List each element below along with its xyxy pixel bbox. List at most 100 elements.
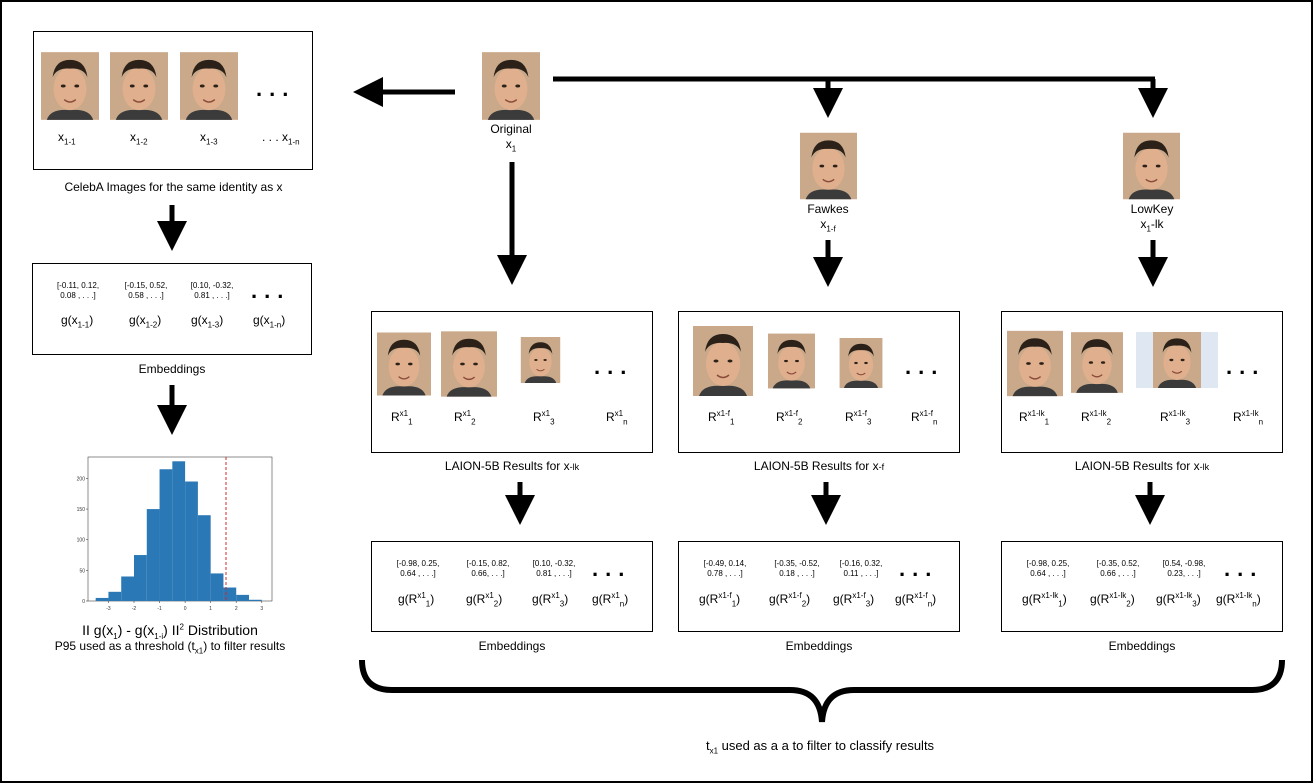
- lowkey-image: [1123, 131, 1180, 201]
- histogram-bar: [210, 573, 224, 601]
- original-var: x1: [505, 137, 517, 154]
- vector-ellipsis: ...: [899, 556, 939, 581]
- embeddings-box-col2: [-0.49, 0.14, 0.78 , . . .] [-0.35, -0.5…: [678, 541, 960, 632]
- original-image: [482, 51, 540, 121]
- g-label-1: g(Rx1-f1): [699, 591, 741, 609]
- vector-ellipsis: ...: [1224, 556, 1264, 581]
- embeddings-box-col1: [-0.98, 0.25, 0.64 , . . .] [-0.15, 0.82…: [371, 541, 653, 632]
- histogram-caption-2: P95 used as a threshold (tx1) to filter …: [54, 639, 286, 656]
- lowkey-label: LowKey: [1130, 202, 1174, 216]
- histogram-bar: [159, 469, 173, 601]
- celeba-g-1: g(x1-1): [61, 313, 94, 330]
- y-tick-label: 150: [77, 507, 86, 513]
- embeddings-caption-col1: Embeddings: [478, 639, 546, 653]
- x-tick-label: 0: [184, 606, 187, 612]
- y-tick-label: 50: [79, 568, 85, 574]
- histogram-caption: II g(x1) - g(x1-i) II2 Distribution: [82, 622, 258, 641]
- celeba-vector-1: [-0.11, 0.12, 0.08 , . . .]: [56, 281, 100, 300]
- vector-2: [-0.35, 0.52, 0.66 , . . .]: [1096, 559, 1140, 578]
- result-label-n: Rx1n: [606, 409, 628, 427]
- celeba-label-2: x1-2: [130, 130, 148, 147]
- result-label-1: Rx1-f1: [708, 409, 735, 427]
- x-tick-label: -2: [132, 606, 137, 612]
- lowkey-var: x1-lk: [1140, 217, 1164, 234]
- celeba-embeddings-caption: Embeddings: [138, 362, 206, 376]
- g-label-2: g(Rx12): [466, 591, 503, 609]
- result-label-3: Rx1-f3: [845, 409, 872, 427]
- result-image-3: [824, 338, 898, 388]
- fawkes-var: x1-f: [820, 217, 836, 234]
- celeba-image-1: [41, 50, 99, 122]
- histogram-bar: [108, 591, 122, 601]
- results-caption-col3: LAION-5B Results for x-lk: [1074, 459, 1210, 473]
- result-image-1: [688, 326, 758, 396]
- y-tick-label: 100: [77, 538, 86, 544]
- histogram-bar: [223, 587, 237, 601]
- result-label-n: Rx1-lkn: [1233, 409, 1264, 427]
- histogram-bar: [236, 594, 249, 601]
- celeba-embeddings-box: [-0.11, 0.12, 0.08 , . . .] [-0.15, 0.52…: [32, 263, 312, 355]
- y-tick-label: 200: [77, 476, 86, 482]
- g-label-2: g(Rx1-lk2): [1090, 591, 1135, 609]
- celeba-label-1: x1-1: [58, 130, 76, 147]
- vector-3: [-0.16, 0.32, 0.11 , . . .]: [839, 559, 883, 578]
- g-label-3: g(Rx1-f3): [833, 591, 875, 609]
- celeba-ellipsis: ...: [256, 76, 296, 101]
- vector-3: [0.10, -0.32, 0.81 , . . .]: [532, 559, 576, 578]
- vector-1: [-0.49, 0.14, 0.78 , . . .]: [703, 559, 747, 578]
- g-label-1: g(Rx1-lk1): [1022, 591, 1067, 609]
- celeba-vector-2: [-0.15, 0.52, 0.58 , . . .]: [124, 281, 168, 300]
- results-ellipsis: ...: [594, 354, 634, 379]
- g-label-n: g(Rx1-fn): [895, 591, 937, 609]
- results-box-col2: ... Rx1-f1 Rx1-f2 Rx1-f3 Rx1-fn: [678, 311, 960, 453]
- celeba-g-3: g(x1-3): [191, 313, 224, 330]
- vector-2: [-0.35, -0.52, 0.18 , . . .]: [774, 559, 820, 578]
- result-image-2: [1071, 326, 1123, 399]
- result-image-2: [768, 327, 815, 395]
- histogram-bar: [121, 576, 134, 601]
- result-label-n: Rx1-fn: [911, 409, 938, 427]
- bottom-brace: [359, 659, 1285, 723]
- result-image-1: [1007, 328, 1063, 399]
- results-ellipsis: ...: [905, 354, 945, 379]
- result-label-1: Rx11: [391, 409, 413, 427]
- histogram-bar: [249, 599, 262, 601]
- vector-ellipsis: ...: [592, 556, 632, 581]
- histogram-bar: [185, 481, 198, 601]
- original-label: Original: [490, 122, 532, 136]
- results-ellipsis: ...: [1226, 354, 1266, 379]
- result-label-3: Rx1-lk3: [1160, 409, 1191, 427]
- result-label-3: Rx13: [533, 409, 555, 427]
- embeddings-caption-col3: Embeddings: [1108, 639, 1176, 653]
- bottom-caption: tx1 used as a a to filter to classify re…: [705, 738, 935, 756]
- celeba-g-2: g(x1-2): [129, 313, 162, 330]
- results-caption-col2: LAION-5B Results for x-f: [753, 459, 885, 473]
- vector-2: [-0.15, 0.82, 0.66, . . .]: [466, 559, 510, 578]
- celeba-label-n: . . . x1-n: [262, 130, 300, 147]
- vector-1: [-0.98, 0.25, 0.64 , . . .]: [1026, 559, 1070, 578]
- y-tick-label: 0: [82, 599, 85, 605]
- x-tick-label: -1: [157, 606, 162, 612]
- histogram-bar: [172, 461, 186, 601]
- x-tick-label: -3: [106, 606, 111, 612]
- result-image-2: [441, 326, 497, 402]
- histogram-bar: [146, 509, 160, 601]
- x-tick-label: 2: [235, 606, 238, 612]
- fawkes-label: Fawkes: [807, 202, 849, 216]
- result-label-2: Rx1-f2: [776, 409, 803, 427]
- fawkes-image: [800, 131, 857, 201]
- g-label-2: g(Rx1-f2): [769, 591, 811, 609]
- celeba-caption: CelebA Images for the same identity as x: [64, 180, 283, 194]
- g-label-3: g(Rx1-lk3): [1156, 591, 1201, 609]
- vector-1: [-0.98, 0.25, 0.64 , . . .]: [396, 559, 440, 578]
- celeba-box: ... x1-1 x1-2 x1-3 . . . x1-n: [33, 31, 313, 170]
- results-box-col3: ... Rx1-lk1 Rx1-lk2 Rx1-lk3 Rx1-lkn: [1001, 311, 1283, 453]
- g-label-n: g(Rx1n): [592, 591, 629, 609]
- celeba-g-n: g(x1-n): [253, 313, 286, 330]
- celeba-image-2: [110, 50, 168, 122]
- result-label-2: Rx12: [454, 409, 476, 427]
- result-image-3: [1136, 332, 1218, 388]
